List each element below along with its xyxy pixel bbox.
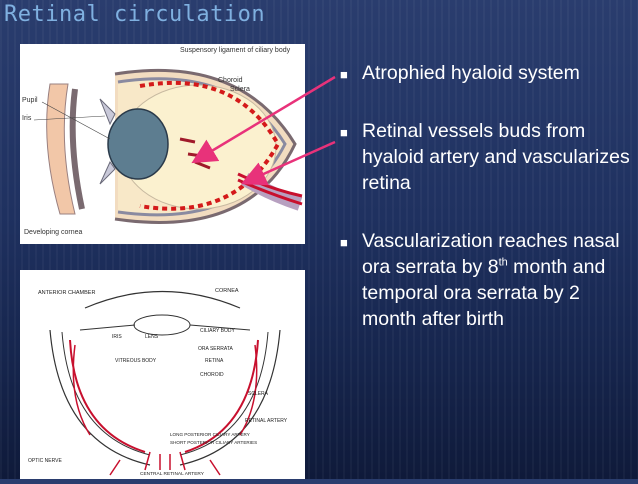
label-short-posterior: SHORT POSTERIOR CILIARY ARTERIES	[170, 440, 257, 445]
label-choroid: Choroid	[218, 77, 243, 84]
developing-eye-figure: Suspensory ligament of ciliary body Chor…	[20, 44, 305, 244]
label-iris: IRIS	[112, 334, 122, 340]
developing-eye-illustration: Suspensory ligament of ciliary body Chor…	[20, 44, 305, 244]
label-anterior-chamber: ANTERIOR CHAMBER	[38, 290, 95, 296]
label-long-posterior: LONG POSTERIOR CILIARY ARTERY	[170, 432, 250, 437]
eye-vasculature-illustration: ANTERIOR CHAMBER CORNEA IRIS LENS CILIAR…	[20, 270, 305, 479]
label-iris: Iris	[22, 115, 32, 122]
bullet-item: ■ Retinal vessels buds from hyaloid arte…	[340, 118, 630, 196]
square-bullet-icon: ■	[340, 235, 348, 250]
label-cornea: CORNEA	[215, 288, 239, 294]
label-central-retinal: CENTRAL RETINAL ARTERY	[140, 471, 205, 477]
bullet-list: ■ Atrophied hyaloid system ■ Retinal ves…	[340, 60, 630, 364]
label-sclera: Sclera	[230, 86, 250, 93]
square-bullet-icon: ■	[340, 67, 348, 82]
bullet-superscript: th	[498, 256, 508, 269]
bullet-text-part2: month and temporal ora serrata by 2 mont…	[362, 256, 606, 330]
label-developing-cornea: Developing cornea	[24, 229, 82, 236]
label-suspensory: Suspensory ligament of ciliary body	[180, 47, 291, 54]
bullet-text-part1: Vascularization reaches nasal ora serrat…	[362, 230, 620, 278]
label-ciliary-body: CILIARY BODY	[200, 328, 235, 334]
bullet-text: Retinal vessels buds from hyaloid artery…	[362, 120, 630, 194]
label-vitreous-body: VITREOUS BODY	[115, 358, 157, 364]
label-retina: RETINA	[205, 358, 224, 364]
label-pupil: Pupil	[22, 97, 38, 104]
bullet-text: Atrophied hyaloid system	[362, 62, 580, 84]
eye-vasculature-figure: ANTERIOR CHAMBER CORNEA IRIS LENS CILIAR…	[20, 270, 305, 479]
label-sclera: SCLERA	[248, 391, 269, 397]
label-optic-nerve: OPTIC NERVE	[28, 458, 62, 464]
square-bullet-icon: ■	[340, 125, 348, 140]
label-ora-serrata: ORA SERRATA	[198, 346, 233, 352]
label-lens: LENS	[145, 334, 159, 340]
bullet-item: ■ Vascularization reaches nasal ora serr…	[340, 228, 630, 332]
slide-title: Retinal circulation	[4, 2, 266, 27]
bullet-item: ■ Atrophied hyaloid system	[340, 60, 630, 86]
label-retinal-artery: RETINAL ARTERY	[245, 418, 288, 424]
label-choroid: CHOROID	[200, 372, 224, 378]
